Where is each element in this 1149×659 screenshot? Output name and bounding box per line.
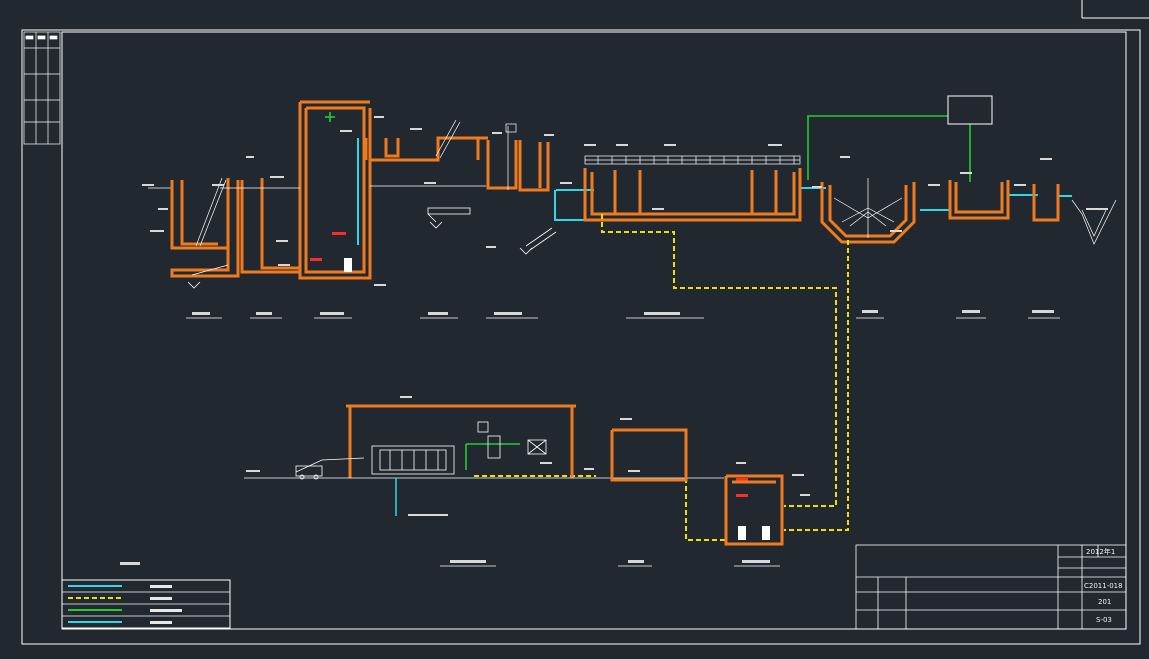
sludge-dewatering-house: [346, 404, 576, 478]
walkway-handrail: [584, 155, 801, 165]
annotation-linework-upper: [195, 119, 1117, 247]
title-block-date: 2012年1: [1086, 547, 1115, 556]
dewatering-equipment: [295, 421, 547, 516]
water-pipeline: [148, 138, 1072, 245]
sludge-storage-tank: [610, 428, 688, 482]
revision-box: [23, 31, 61, 145]
drawing-frame: [21, 0, 1149, 645]
title-block: [855, 544, 1127, 630]
sludge-pump-well: [724, 474, 784, 546]
section-captions: [120, 310, 1060, 567]
dimension-marks: [142, 116, 1108, 516]
title-block-drawing-no: 201: [1098, 598, 1111, 606]
process-structures: [170, 100, 1060, 280]
dosing-pipeline: [325, 112, 971, 470]
sludge-pipeline: [474, 214, 849, 541]
title-block-sheet-no: S-03: [1096, 616, 1112, 624]
level-highlights: [310, 232, 748, 497]
title-block-sheet-code: C2011-018: [1084, 582, 1123, 590]
sludge-pumps: [344, 258, 770, 540]
legend: [61, 579, 231, 629]
dosing-room: [947, 95, 993, 125]
screening-conveyors: [187, 207, 557, 289]
